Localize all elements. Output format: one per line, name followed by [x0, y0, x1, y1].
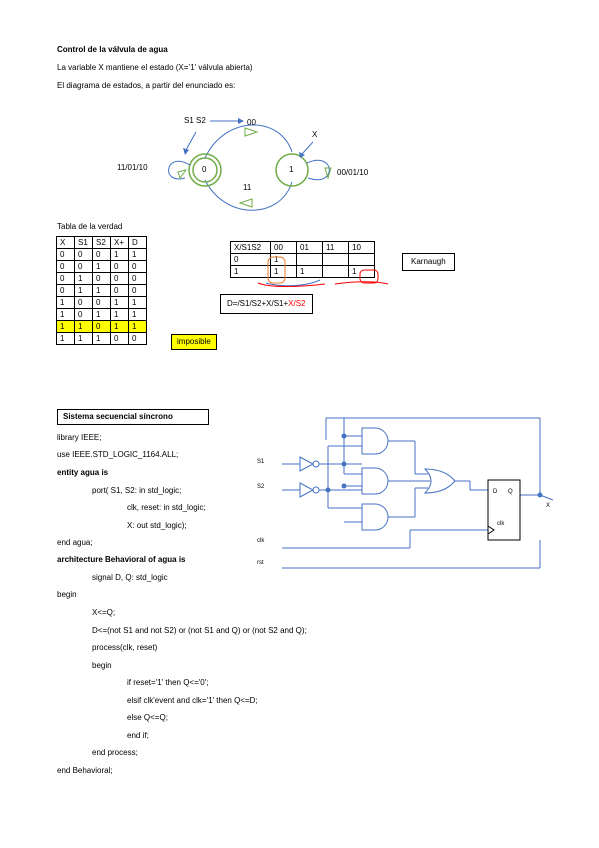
clock-edge-icon [487, 525, 495, 535]
equation-red: X/S2 [288, 299, 306, 308]
code-line: port( S1, S2: in std_logic; [92, 486, 182, 495]
arrow-top-icon [244, 127, 259, 137]
equation-black: D=/S1/S2+X/S1+ [227, 299, 289, 308]
code-line: use IEEE.STD_LOGIC_1164.ALL; [57, 450, 179, 459]
or-gate [423, 468, 456, 494]
page-title: Control de la válvula de agua [57, 45, 168, 54]
code-line: entity agua is [57, 468, 109, 477]
transition-top-label: 00 [247, 118, 256, 127]
code-line: end Behavioral; [57, 766, 113, 775]
code-line: begin [57, 590, 77, 599]
state-0-label: 0 [202, 165, 207, 174]
s1-input-label: S1 [257, 459, 265, 465]
equation-box: D=/S1/S2+X/S1+X/S2 [220, 294, 313, 314]
code-line: X: out std_logic); [127, 521, 187, 530]
and-gate-2 [361, 467, 389, 495]
cell: 1 [348, 265, 375, 278]
code-line: end agua; [57, 538, 93, 547]
s2-input-label: S2 [257, 484, 265, 490]
state-1-circle [275, 153, 309, 187]
cell: 1 [56, 320, 75, 333]
ff-clk-label: clk [497, 521, 505, 527]
section-title: Sistema secuencial síncrono [57, 409, 209, 425]
impossible-label: imposible [171, 334, 217, 350]
karnaugh-header: X/S1S2 00 01 11 10 [230, 241, 375, 254]
ff-d-label: D [493, 489, 498, 495]
group-vertical [267, 256, 286, 284]
truth-table-title: Tabla de la verdad [57, 222, 123, 231]
clk-input-label: clk [257, 538, 265, 544]
not-gate-s1 [299, 456, 315, 472]
code-line: library IEEE; [57, 433, 102, 442]
output-x-label: X [546, 503, 551, 509]
state-1-label: 1 [289, 165, 294, 174]
code-line: D<=(not S1 and not S2) or (not S1 and Q)… [92, 626, 307, 635]
self-loop-1-label: 00/01/10 [337, 168, 369, 177]
code-line: end process; [92, 748, 138, 757]
karnaugh-label: Karnaugh [402, 253, 455, 271]
cell: 0 [128, 332, 147, 345]
code-line: end if; [127, 731, 149, 740]
rst-input-label: rst [257, 560, 264, 566]
code-line: architecture Behavioral of agua is [57, 555, 186, 564]
code-line: signal D, Q: std_logic [92, 573, 168, 582]
group-wrap [359, 269, 379, 284]
group-horizontal [265, 279, 321, 287]
not-gate-s2 [299, 482, 315, 498]
state-0-circle [188, 153, 222, 187]
intro-line-2: El diagrama de estados, a partir del enu… [57, 81, 236, 90]
intro-line-1: La variable X mantiene el estado (X=’1’ … [57, 63, 253, 72]
transition-bottom-label: 11 [243, 183, 252, 192]
truth-table-header: X S1 S2 X+ D [56, 236, 147, 249]
arrow-bottom-icon [238, 198, 253, 208]
input-label: S1 S2 [184, 116, 206, 125]
code-line: begin [92, 661, 112, 670]
code-line: clk, reset: in std_logic; [127, 503, 206, 512]
code-line: process(clk, reset) [92, 643, 158, 652]
code-line: else Q<=Q; [127, 713, 168, 722]
code-line: elsif clk'event and clk='1' then Q<=D; [127, 696, 258, 705]
cell: 1 [128, 248, 147, 261]
and-gate-1 [361, 427, 389, 455]
code-line: X<=Q; [92, 608, 116, 617]
self-loop-0-label: 11/01/10 [117, 163, 148, 172]
output-label: X [312, 130, 318, 139]
code-line: if reset='1' then Q<='0'; [127, 678, 209, 687]
ff-q-label: Q [508, 489, 513, 495]
and-gate-3 [361, 503, 389, 531]
